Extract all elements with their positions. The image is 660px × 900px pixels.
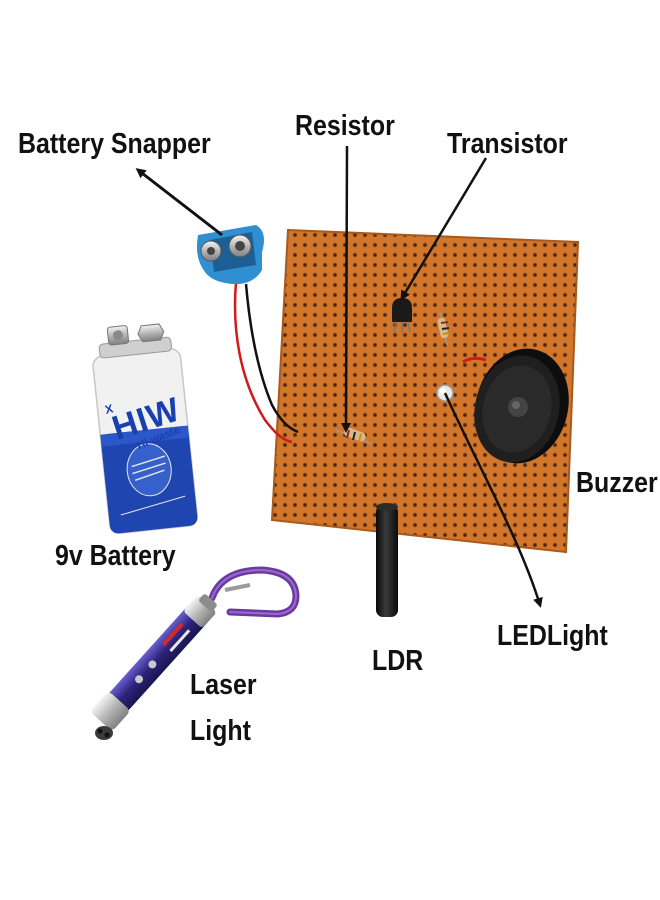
label-ldr: LDR [372,645,424,677]
label-led-light: LEDLight [497,620,608,652]
snapper-wires [233,281,299,444]
svg-text:X: X [103,401,114,417]
battery-snapper-icon [196,225,264,284]
label-transistor: Transistor [447,128,568,160]
arrow-led [443,392,543,608]
label-laser-line2: Light [190,715,251,747]
arrow-battery-snapper [135,168,223,237]
perfboard [270,228,580,554]
transistor-icon [392,298,412,333]
arrow-transistor [400,157,488,301]
buzzer-icon [474,348,569,464]
pointer-arrows [135,145,543,608]
arrow-resistor [341,145,352,433]
label-laser-line1: Laser [190,669,257,701]
ldr-icon [376,503,398,617]
battery-9v-icon: X [92,323,198,534]
carabiner-icon [208,566,300,618]
label-buzzer: Buzzer [576,467,658,499]
label-laser-light: Laser Light [190,662,257,754]
label-battery-snapper: Battery Snapper [18,128,211,160]
laser-pointer-icon [91,594,217,740]
label-resistor: Resistor [295,110,395,142]
resistor-top-icon [437,311,451,346]
label-9v-battery: 9v Battery [55,540,176,572]
buzzer-wire [462,356,487,364]
